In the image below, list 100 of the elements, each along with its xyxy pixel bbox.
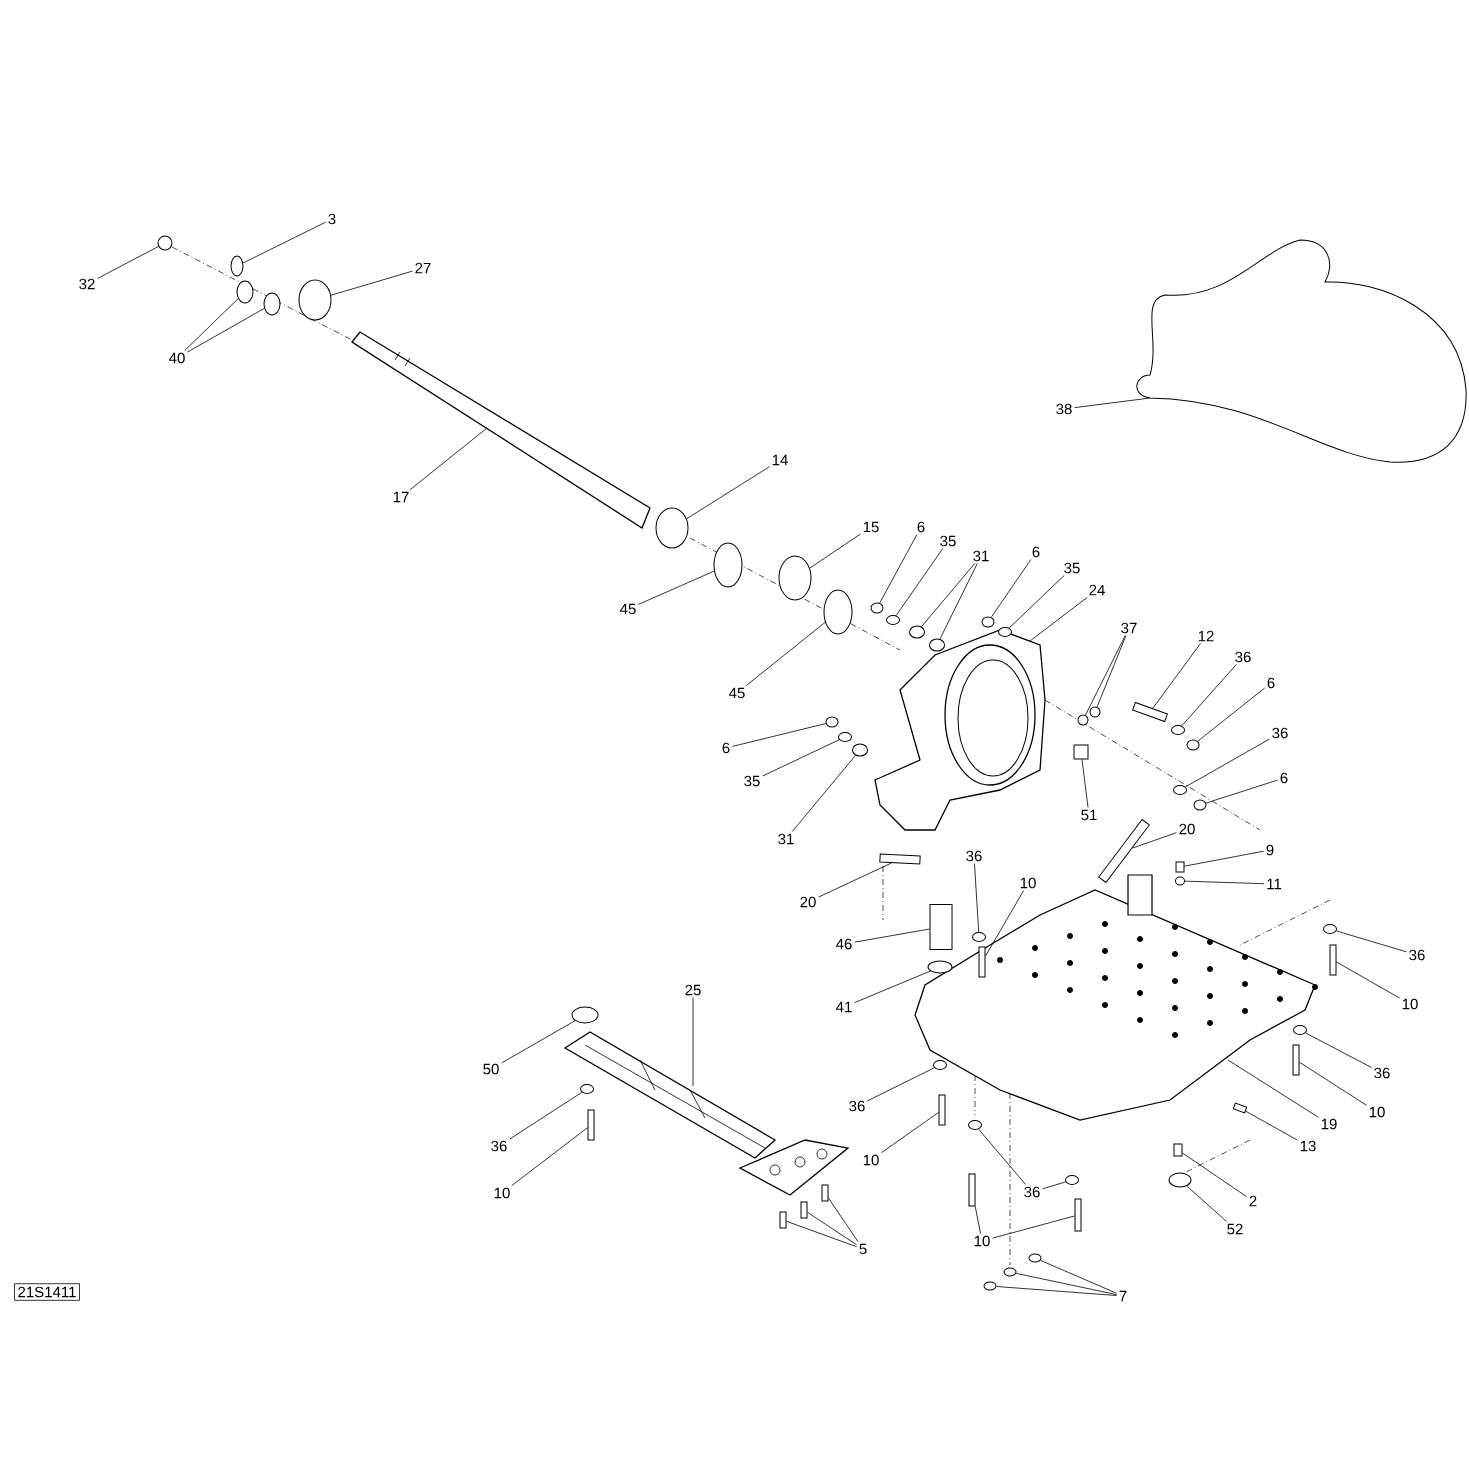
callout-number: 36 — [966, 850, 982, 862]
leader-line — [1040, 1260, 1118, 1294]
callout-number: 36 — [1235, 651, 1251, 663]
leader-line — [1299, 1061, 1367, 1106]
callout-number: 6 — [722, 742, 730, 754]
washer-drawing — [263, 292, 281, 316]
fastener-drawing — [587, 1109, 595, 1141]
callout-number: 36 — [849, 1100, 865, 1112]
washer-drawing — [933, 1060, 947, 1070]
callout-number: 25 — [685, 984, 701, 996]
callout-number: 35 — [1064, 562, 1080, 574]
fastener-drawing — [1132, 701, 1168, 723]
fastener-drawing — [1098, 819, 1150, 883]
leader-line — [1015, 1272, 1118, 1296]
callout-number: 36 — [491, 1140, 507, 1152]
callout-number: 10 — [1402, 998, 1418, 1010]
washer-drawing — [655, 507, 689, 549]
fastener-drawing — [1232, 1102, 1248, 1114]
leader-line — [501, 1020, 576, 1064]
callout-number: 32 — [79, 278, 95, 290]
fastener-drawing — [779, 1211, 787, 1229]
leader-line — [1042, 1181, 1066, 1190]
leader-line — [1085, 635, 1126, 716]
leader-line — [1186, 1185, 1227, 1222]
leader-line — [1245, 1110, 1298, 1141]
leader-line — [990, 559, 1032, 618]
callout-number: 31 — [973, 550, 989, 562]
callout-number: 11 — [1267, 878, 1282, 890]
washer-drawing — [1089, 706, 1101, 718]
callout-number: 36 — [1272, 727, 1288, 739]
callout-number: 50 — [483, 1063, 499, 1075]
washer-drawing — [1173, 785, 1187, 795]
callout-number: 9 — [1266, 844, 1274, 856]
leader-line — [1182, 1152, 1248, 1198]
callout-number: 51 — [1081, 809, 1097, 821]
washer-drawing — [230, 255, 244, 277]
fastener-drawing — [968, 1173, 976, 1207]
leader-line — [1336, 930, 1407, 953]
callout-number: 41 — [836, 1001, 852, 1013]
callout-number: 38 — [1056, 403, 1072, 415]
callout-number: 5 — [859, 1243, 867, 1255]
callout-number: 37 — [1121, 622, 1137, 634]
callout-number: 6 — [1280, 772, 1288, 784]
callout-number: 6 — [1032, 546, 1040, 558]
leader-line — [818, 862, 892, 898]
leader-line — [1205, 779, 1279, 804]
callout-number: 20 — [800, 896, 816, 908]
callout-number: 13 — [1300, 1140, 1316, 1152]
leader-line — [1227, 1059, 1319, 1118]
callout-number: 27 — [415, 262, 431, 274]
leader-line — [1008, 575, 1065, 629]
callout-number: 36 — [1409, 949, 1425, 961]
callout-number: 10 — [863, 1154, 879, 1166]
washer-drawing — [972, 932, 986, 942]
washer-drawing — [571, 1006, 599, 1024]
callout-number: 20 — [1179, 823, 1195, 835]
leader-line — [1096, 635, 1127, 708]
leader-line — [809, 533, 861, 569]
leader-line — [1132, 832, 1177, 849]
callout-number: 19 — [1321, 1118, 1337, 1130]
leader-line — [97, 246, 159, 279]
callout-number: 36 — [1024, 1186, 1040, 1198]
leader-line — [786, 1220, 858, 1248]
leader-line — [1184, 850, 1265, 867]
washer-drawing — [1171, 725, 1185, 735]
leader-line — [978, 1128, 1027, 1185]
callout-number: 36 — [1374, 1067, 1390, 1079]
callout-number: 3 — [328, 213, 336, 225]
leader-line — [992, 1215, 1075, 1239]
fastener-drawing — [821, 1184, 829, 1202]
fastener-drawing — [1173, 1143, 1183, 1157]
leader-line — [638, 570, 715, 605]
washer-drawing — [1193, 799, 1207, 811]
washer-drawing — [713, 542, 743, 588]
fastener-drawing — [929, 904, 953, 950]
leader-line — [974, 1206, 981, 1234]
fastener-drawing — [1074, 1198, 1082, 1232]
washer-drawing — [1028, 1253, 1042, 1263]
washer-drawing — [886, 615, 900, 625]
leader-line — [330, 270, 413, 296]
washer-drawing — [909, 625, 925, 639]
washer-drawing — [929, 638, 945, 652]
callout-number: 31 — [778, 833, 794, 845]
leader-line — [762, 739, 840, 777]
leader-line — [745, 621, 826, 686]
leader-line — [509, 1091, 583, 1140]
callout-number: 35 — [940, 535, 956, 547]
leader-line — [1181, 664, 1237, 727]
leader-line — [1305, 1032, 1372, 1068]
callout-number: 10 — [974, 1235, 990, 1247]
callout-number: 15 — [863, 521, 879, 533]
leader-line — [1029, 597, 1088, 642]
leader-line — [242, 221, 327, 264]
washer-drawing — [1293, 1025, 1307, 1035]
washer-drawing — [981, 616, 995, 628]
leader-line — [807, 1211, 858, 1246]
leader-line — [921, 563, 976, 628]
leader-line — [1081, 759, 1089, 808]
leader-line — [996, 1286, 1118, 1296]
leader-line — [184, 298, 239, 351]
